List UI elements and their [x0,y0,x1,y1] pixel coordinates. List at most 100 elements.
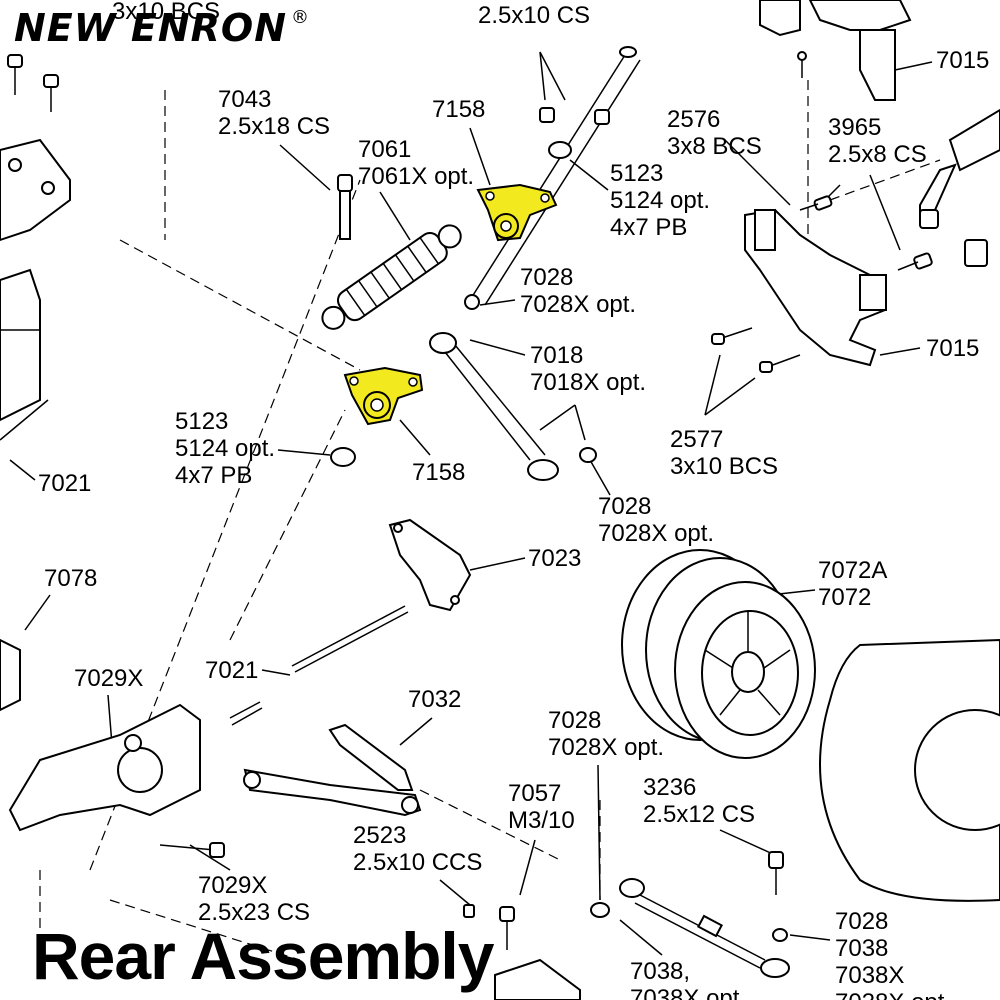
label-line: 7028 [598,493,652,520]
label-7158-bottom: 7158 [412,459,465,486]
turnbuckle-7038 [590,878,790,978]
rear-axle-housing [0,638,225,858]
label-line: 3x10 BCS [670,453,779,480]
part-7158-lower-highlighted [343,366,424,426]
label-line: 7018 [530,342,584,369]
label-line: 7038X [835,962,905,989]
bracket-7023 [388,518,472,612]
shock-tower-7015 [744,0,912,367]
screws-2577 [711,327,801,373]
label-line: 7043 [218,86,272,113]
label-line: 7038X opt. [630,985,747,1000]
label-line: 7021 [38,470,92,497]
label-line: 2523 [353,822,407,849]
wheel-7072 [621,549,816,759]
label-line: 7028 [520,264,574,291]
label-7015-mid: 7015 [926,335,979,362]
link-7018 [429,332,597,481]
page-title: Rear Assembly [32,919,494,993]
washer-5123 [330,447,356,467]
label-7028-right: 702870387038X7038X opt. [835,908,951,1000]
label-line: 7057 [508,780,562,807]
leader-lines [9,51,933,956]
label-line: 2576 [667,106,721,133]
label-7032: 7032 [408,686,461,713]
part-7158-upper-highlighted [476,183,558,242]
label-line: 7029X [198,872,268,899]
label-7078: 7078 [44,565,97,592]
label-2-5x10-cs-top: 2.5x10 CS [478,2,590,29]
chassis-screws [7,54,59,112]
a-arm-7032 [243,723,422,817]
screw-3236 [768,851,784,895]
label-line: 7028X opt. [548,734,665,761]
shock-absorber [321,224,462,330]
label-line: 5124 opt. [610,187,711,214]
label-7038-mid: 7038,7038X opt. [630,958,746,1000]
label-line: 7018X opt. [530,369,647,396]
label-3x10-bcs-top: 3x10 BCS [112,0,220,25]
label-line: 7028 [548,707,602,734]
label-line: 2.5x12 CS [643,801,756,828]
label-line: 7015 [936,47,990,74]
label-line: 7038X opt. [835,989,951,1000]
label-line: 2.5x18 CS [218,113,331,140]
label-line: 2.5x23 CS [198,899,311,926]
label-line: 7061X opt. [358,163,475,190]
label-line: 7023 [528,545,582,572]
label-line: 2.5x8 CS [828,141,927,168]
label-line: 7021 [205,657,259,684]
screw-7057 [463,904,515,950]
label-line: 7072 [818,584,872,611]
label-line: 2.5x10 CS [478,2,591,29]
label-line: 3236 [643,774,697,801]
label-line: 7038, [630,958,691,985]
label-line: 7061 [358,136,412,163]
label-line: 3x10 BCS [112,0,221,25]
label-line: 3x8 BCS [667,133,762,160]
driveshaft [494,958,581,1000]
label-line: 2577 [670,426,724,453]
label-line: 7078 [44,565,98,592]
pin-7021 [229,605,409,726]
shock-screw [337,174,353,240]
label-line: 7028 [835,908,889,935]
tire [819,638,1000,902]
brand-logo: NEW ENRON® [14,6,310,50]
label-line: 5123 [175,408,229,435]
label-line: 7158 [412,459,466,486]
label-line: 5123 [610,160,664,187]
brand-registered-mark: ® [291,7,311,28]
label-7021-mid: 7021 [205,657,258,684]
frame-member [919,108,1000,267]
label-line: 7028X opt. [598,520,715,547]
label-line: 7038 [835,935,889,962]
label-line: 2.5x10 CCS [353,849,483,876]
upper-link-rod [469,46,641,306]
label-7029x-top: 7029X [74,665,143,692]
label-line: 7015 [926,335,980,362]
screws-3965 [799,195,933,271]
label-line: 4x7 PB [175,462,253,489]
label-7158-top: 7158 [432,96,485,123]
label-line: 7029X [74,665,144,692]
label-7023: 7023 [528,545,581,572]
rod-hardware [464,107,610,310]
chassis-plate [0,138,71,441]
